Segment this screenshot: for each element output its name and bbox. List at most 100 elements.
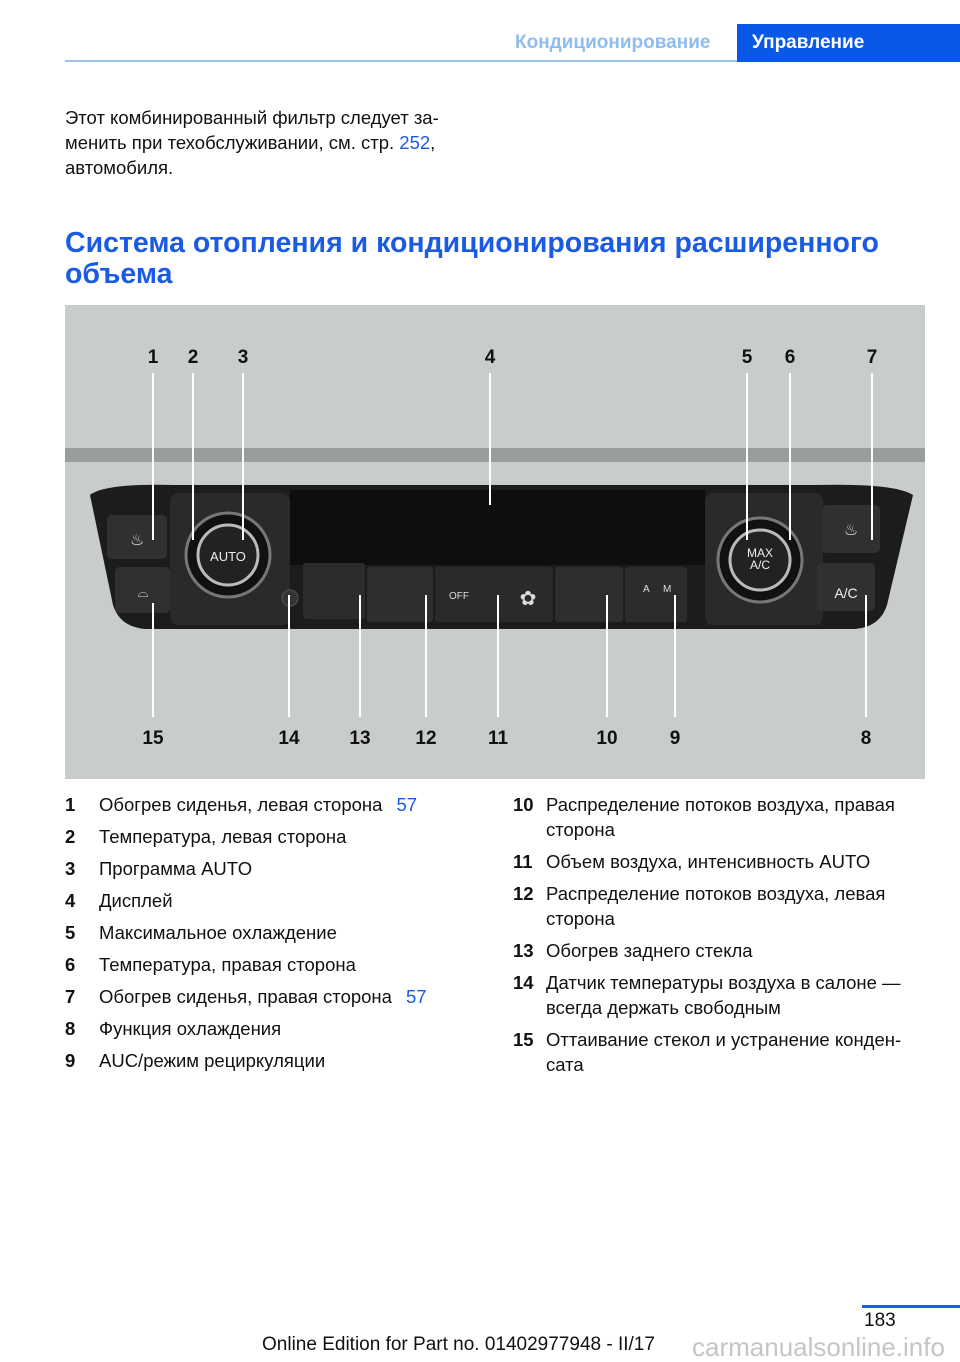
legend-text: Обогрев заднего стекла: [546, 940, 753, 961]
callout-number: 4: [485, 347, 496, 368]
legend-text-line: Функция охлаждения: [99, 1016, 281, 1041]
callout-lines: [152, 373, 873, 717]
intro-text: Этот комбинированный фильтр следует за-м…: [65, 107, 439, 153]
legend-item: 1 Обогрев сиденья, левая сторона 57: [65, 792, 485, 817]
legend-text-line: Обогрев сиденья, левая сторона 57: [99, 792, 417, 817]
ac-label: A/C: [834, 585, 857, 601]
seat-heat-icon: ♨: [130, 532, 144, 549]
header-rule: [65, 60, 737, 62]
legend-text-line: Температура, левая сторона: [99, 824, 346, 849]
callout-number: 11: [488, 728, 509, 749]
callout-number: 15: [142, 728, 164, 749]
legend-number: 15: [513, 1029, 534, 1050]
legend-text: Оттаивание стекол и устранение конден-: [546, 1029, 902, 1050]
callout-number: 10: [596, 728, 617, 749]
callout-number: 12: [415, 728, 436, 749]
legend-text-line: Температура, правая сторона: [99, 952, 356, 977]
legend-item: 2 Температура, левая сторона: [65, 824, 485, 849]
rear-defrost-button[interactable]: [303, 563, 365, 619]
callout-number: 2: [188, 347, 199, 368]
legend-text: Функция охлаждения: [99, 1018, 282, 1039]
edition-footer: Online Edition for Part no. 01402977948 …: [262, 1334, 655, 1355]
page-link-252[interactable]: 252: [399, 132, 431, 153]
fan-icon: ✿: [520, 588, 537, 610]
legend-number: 7: [65, 986, 76, 1007]
callout-number: 13: [349, 728, 370, 749]
legend-text-line: Максимальное охлаждение: [99, 920, 337, 945]
legend-text-line: AUC/режим рециркуляции: [99, 1048, 325, 1073]
legend-page-link[interactable]: 57: [405, 986, 427, 1007]
air-dist-right-button[interactable]: [555, 567, 623, 622]
legend-number: 8: [65, 1018, 76, 1039]
seat-heat-icon-right: ♨: [844, 522, 858, 539]
legend-item: 4 Дисплей: [65, 888, 485, 913]
legend-number: 4: [65, 890, 76, 911]
legend-number: 6: [65, 954, 76, 975]
legend-text: Температура, левая сторона: [99, 826, 347, 847]
callout-number: 7: [867, 347, 878, 368]
legend-number: 10: [513, 794, 534, 815]
legend-text: Максимальное охлаждение: [99, 922, 337, 943]
legend-number: 14: [513, 972, 534, 993]
legend-text: Распределение потоков воздуха, правая: [546, 794, 895, 815]
callout-number: 5: [742, 347, 753, 368]
ac-button[interactable]: [817, 563, 875, 611]
header-chapter-tab: Управление: [737, 24, 960, 62]
page-number-rule: [862, 1305, 960, 1308]
auc-m-label: M: [663, 584, 671, 595]
legend-page-link[interactable]: 57: [396, 794, 418, 815]
air-dist-left-button[interactable]: [367, 567, 433, 622]
max-label: MAX: [747, 546, 773, 560]
legend-number: 1: [65, 794, 76, 815]
legend-text-cont: сторона: [546, 908, 615, 929]
auc-a-label: A: [643, 584, 650, 595]
legend-number: 12: [513, 883, 534, 904]
ac-small-label: A/C: [750, 558, 770, 572]
recirculation-button[interactable]: [625, 567, 687, 622]
legend-text: AUC/режим рециркуляции: [99, 1050, 326, 1071]
callout-number: 6: [785, 347, 796, 368]
legend-number: 11: [513, 851, 533, 872]
defrost-button[interactable]: [115, 567, 170, 613]
legend-item: 5 Максимальное охлаждение: [65, 920, 485, 945]
legend-number: 13: [513, 940, 534, 961]
legend-number: 3: [65, 858, 76, 879]
legend-item: 8 Функция охлаждения: [65, 1016, 485, 1041]
seat-heat-right-button[interactable]: [822, 505, 880, 553]
callout-number: 1: [148, 347, 159, 368]
header-section: Кондиционирование: [515, 32, 711, 53]
fan-rocker[interactable]: [435, 567, 553, 622]
defrost-icon: ⌓: [137, 584, 148, 600]
legend-text: Объем воздуха, интенсивность AUTO: [546, 851, 871, 872]
legend-text: Температура, правая сторона: [99, 954, 356, 975]
page-number: 183: [864, 1310, 896, 1331]
legend-text-cont: всегда держать свободным: [546, 997, 781, 1018]
dash-trim: [65, 448, 925, 462]
watermark: carmanualsonline.info: [692, 1332, 945, 1362]
section-heading: Система отопления и кондиционирования ра…: [65, 227, 879, 290]
legend-item: 6 Температура, правая сторона: [65, 952, 485, 977]
legend-text: Обогрев сиденья, правая сторона: [99, 986, 392, 1007]
callout-number: 14: [278, 728, 300, 749]
legend-text: Обогрев сиденья, левая сторона: [99, 794, 383, 815]
legend-number: 5: [65, 922, 76, 943]
legend-text: Программа AUTO: [99, 858, 253, 879]
max-ac-button[interactable]: [728, 528, 792, 592]
legend-number: 2: [65, 826, 76, 847]
legend-text-line: Дисплей: [99, 888, 173, 913]
legend-text-line: Обогрев сиденья, правая сторона 57: [99, 984, 427, 1009]
auto-label: AUTO: [210, 549, 246, 564]
legend-text-cont: сата: [546, 1054, 584, 1075]
intro-text-end: , автомобиля.: [65, 132, 436, 178]
callout-number: 8: [861, 728, 872, 749]
legend-text-cont: сторона: [546, 819, 615, 840]
callout-number: 3: [238, 347, 249, 368]
legend-item: 7 Обогрев сиденья, правая сторона 57: [65, 984, 485, 1009]
callout-number: 9: [670, 728, 681, 749]
fan-off-label: OFF: [449, 591, 469, 602]
legend-text: Дисплей: [99, 890, 173, 911]
